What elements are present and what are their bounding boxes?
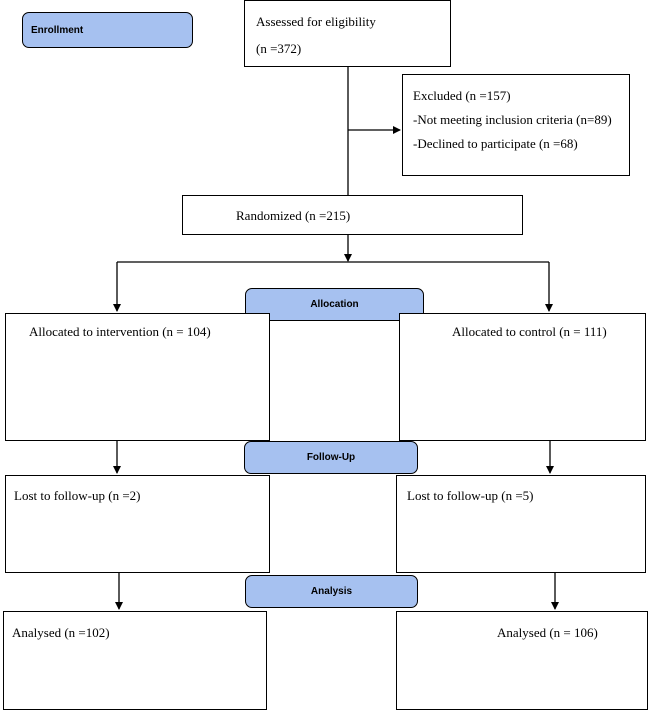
control-allocated-label: Allocated to control (n = 111) — [452, 324, 607, 339]
control-allocated-box: Allocated to control (n = 111) — [399, 313, 646, 441]
assessed-title: Assessed for eligibility — [256, 14, 376, 29]
randomized-label: Randomized (n =215) — [236, 208, 351, 223]
excluded-reason: -Declined to participate (n =68) — [413, 136, 578, 151]
assessed-box: Assessed for eligibility (n =372) — [244, 0, 451, 67]
stage-follow-up: Follow-Up — [244, 441, 418, 474]
stage-enrollment: Enrollment — [22, 12, 193, 48]
intervention-allocated-label: Allocated to intervention (n = 104) — [29, 324, 211, 339]
excluded-box: Excluded (n =157) -Not meeting inclusion… — [402, 74, 630, 176]
control-lost-box: Lost to follow-up (n =5) — [396, 475, 646, 573]
control-lost-label: Lost to follow-up (n =5) — [407, 488, 534, 503]
stage-allocation: Allocation — [245, 288, 424, 321]
excluded-reason: -Not meeting inclusion criteria (n=89) — [413, 112, 612, 127]
intervention-lost-label: Lost to follow-up (n =2) — [14, 488, 141, 503]
control-analysed-box: Analysed (n = 106) — [396, 611, 648, 710]
stage-follow-up-label: Follow-Up — [306, 452, 356, 463]
stage-enrollment-label: Enrollment — [31, 24, 84, 36]
intervention-analysed-label: Analysed (n =102) — [12, 625, 110, 640]
intervention-lost-box: Lost to follow-up (n =2) — [5, 475, 270, 573]
assessed-count: (n =372) — [256, 41, 302, 56]
stage-analysis: Analysis — [245, 575, 418, 608]
excluded-title: Excluded (n =157) — [413, 88, 511, 103]
stage-allocation-label: Allocation — [310, 299, 359, 310]
intervention-allocated-box: Allocated to intervention (n = 104) — [5, 313, 270, 441]
control-analysed-label: Analysed (n = 106) — [497, 625, 598, 640]
randomized-box: Randomized (n =215) — [182, 195, 523, 235]
stage-analysis-label: Analysis — [310, 586, 353, 597]
intervention-analysed-box: Analysed (n =102) — [3, 611, 267, 710]
